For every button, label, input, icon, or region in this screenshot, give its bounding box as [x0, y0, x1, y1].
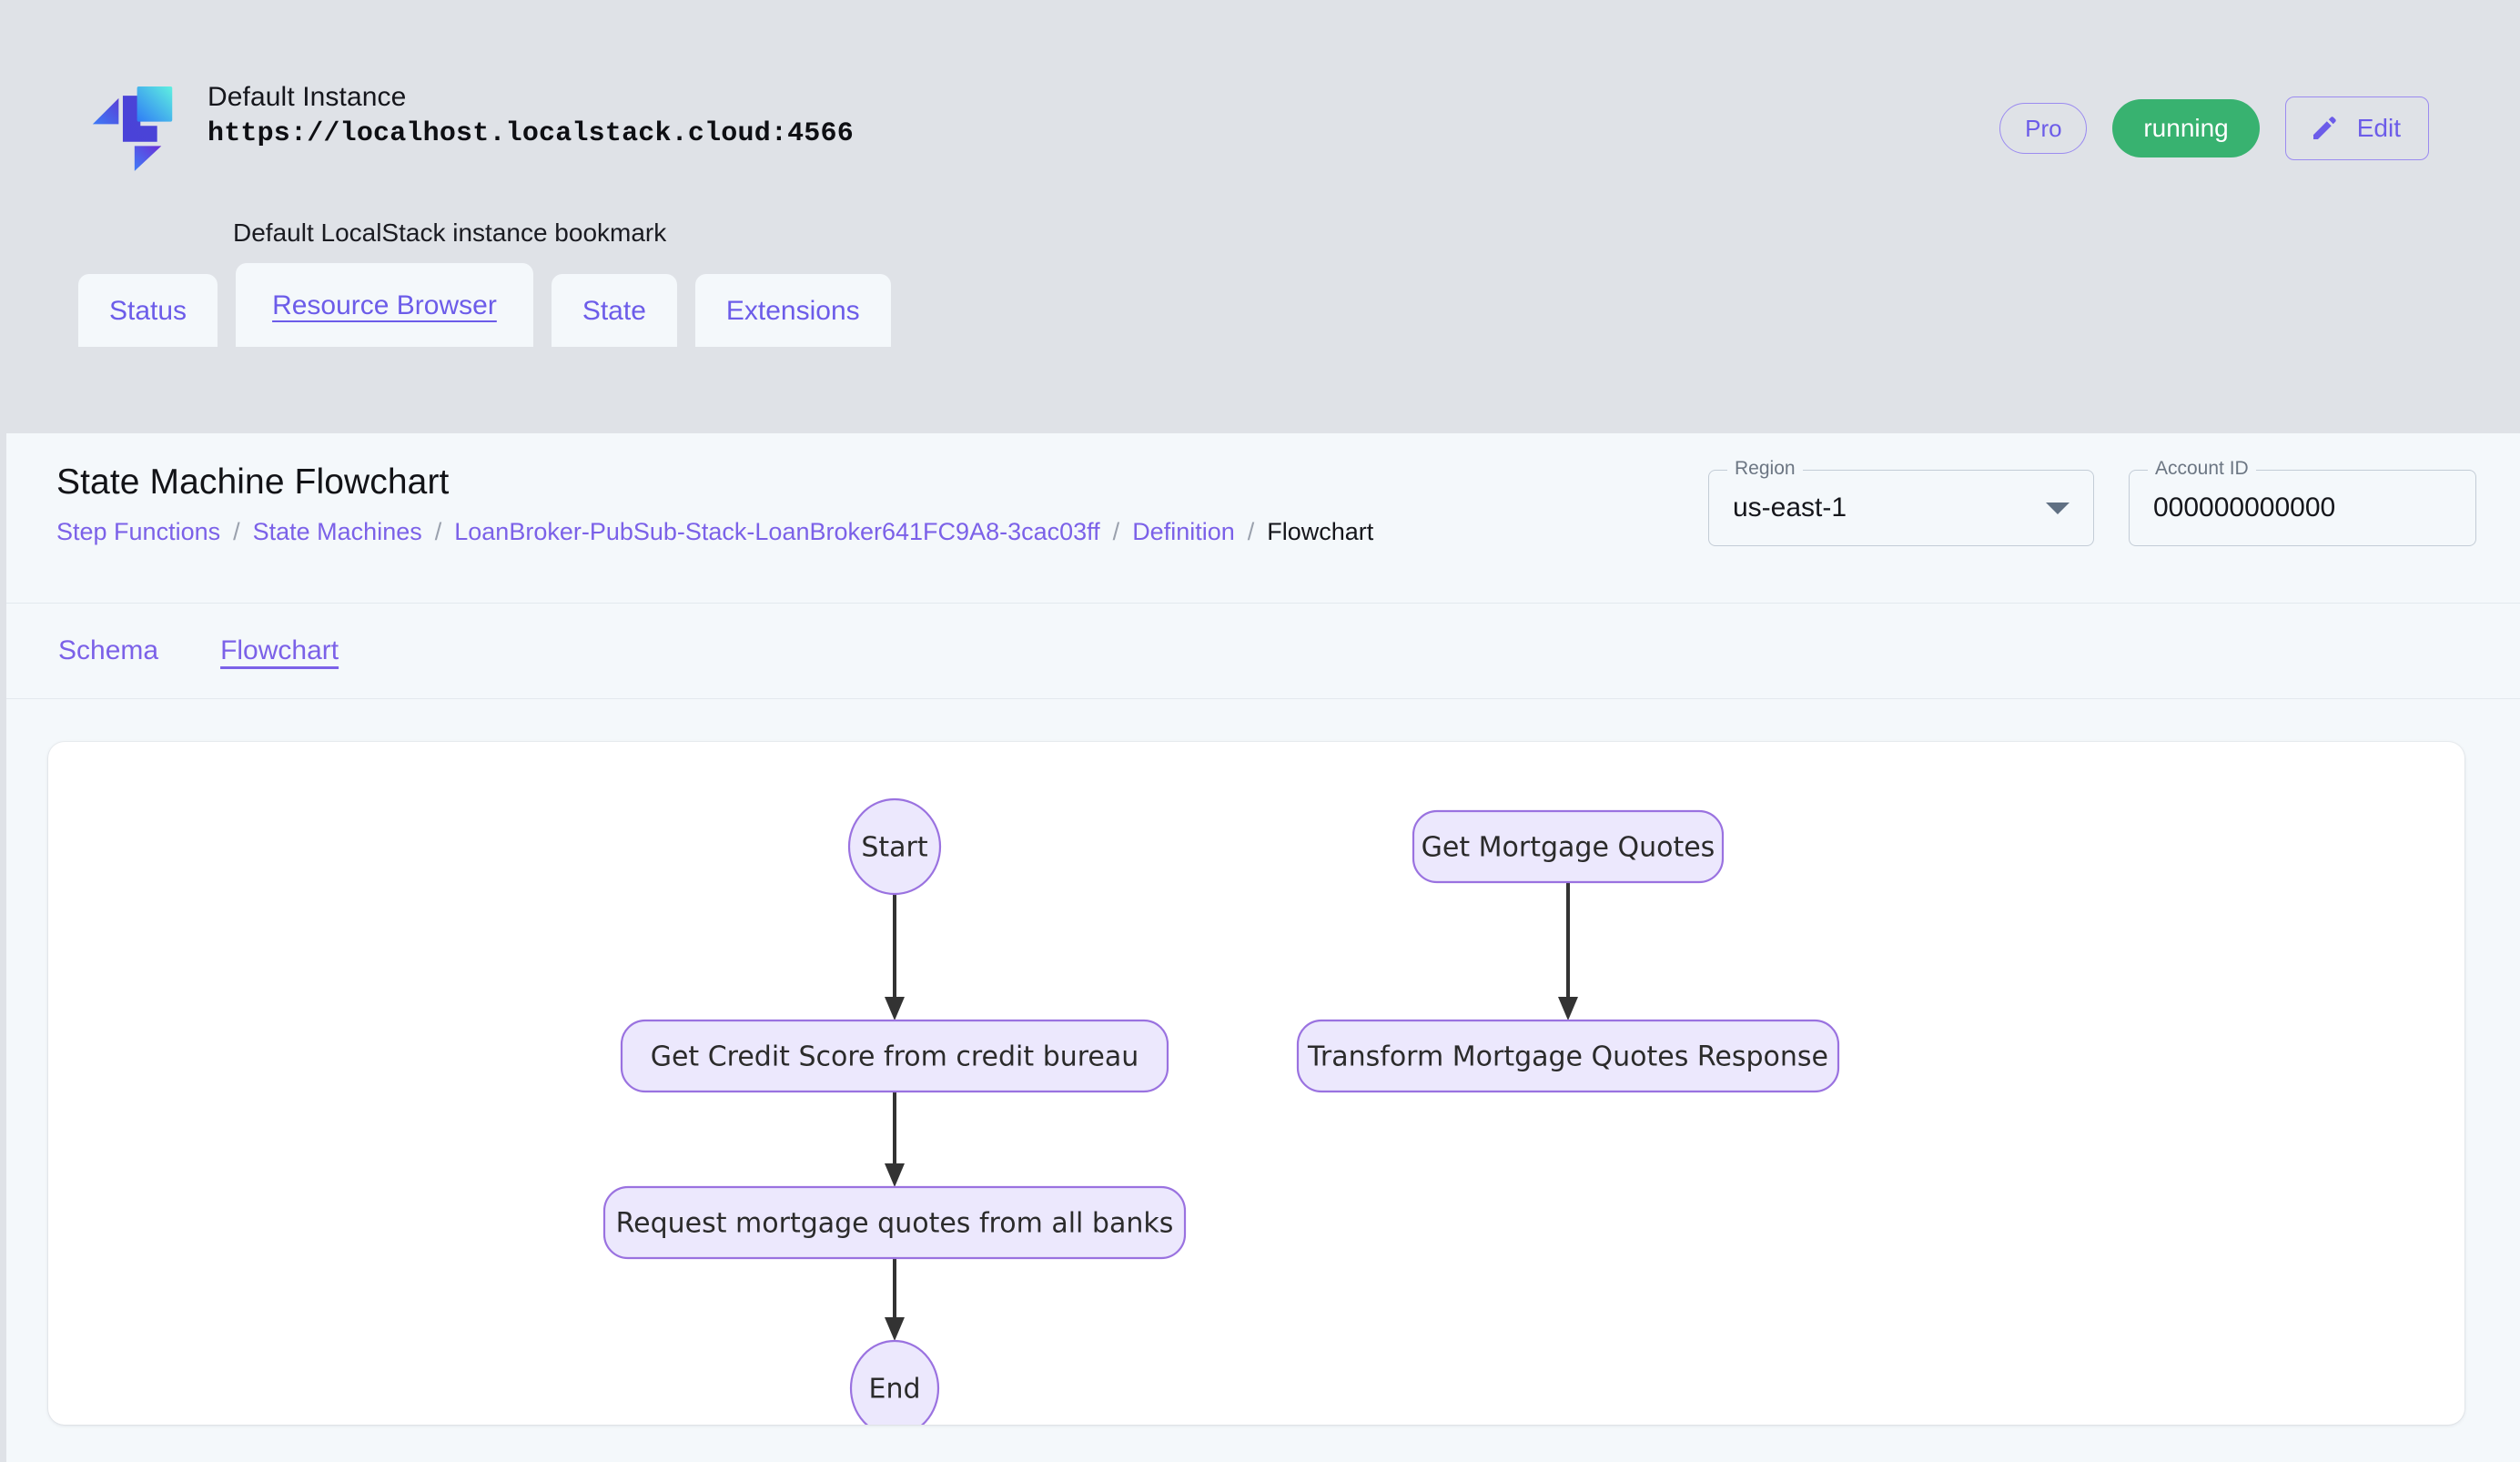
flowchart-node-shape — [849, 1339, 940, 1425]
subtab-schema[interactable]: Schema — [58, 635, 159, 665]
instance-description: Default LocalStack instance bookmark — [233, 218, 667, 247]
breadcrumb-separator: / — [233, 518, 240, 545]
page-header: State Machine Flowchart Step Functions /… — [6, 433, 2520, 604]
breadcrumb-separator: / — [1247, 518, 1255, 545]
tab-status[interactable]: Status — [78, 274, 218, 347]
account-id-field[interactable]: Account ID 000000000000 — [2129, 459, 2476, 546]
account-id-value: 000000000000 — [2153, 492, 2336, 523]
flowchart-edges — [885, 882, 1578, 1341]
flowchart-node-start[interactable]: Start — [847, 797, 942, 896]
region-select[interactable]: Region us-east-1 — [1708, 459, 2094, 546]
flowchart-node-label: End — [868, 1374, 920, 1406]
breadcrumb-item-step-functions[interactable]: Step Functions — [56, 518, 221, 545]
flowchart-node-shape — [602, 1185, 1187, 1260]
flowchart-node-shape — [1296, 1019, 1840, 1093]
flowchart-node-end[interactable]: End — [849, 1339, 940, 1425]
scope-fields: Region us-east-1 Account ID 000000000000 — [1708, 459, 2476, 546]
flowchart-node-label: Transform Mortgage Quotes Response — [1307, 1041, 1828, 1073]
flowchart-edge-arrowhead — [885, 1317, 905, 1341]
breadcrumb-item-definition[interactable]: Definition — [1132, 518, 1235, 545]
account-id-label: Account ID — [2148, 459, 2256, 478]
tab-state[interactable]: State — [551, 274, 677, 347]
chevron-down-icon — [2046, 502, 2070, 514]
flowchart-node-shape — [1412, 809, 1725, 884]
status-badge[interactable]: running — [2112, 99, 2260, 157]
flowchart-node-quotes[interactable]: Get Mortgage Quotes — [1412, 809, 1725, 884]
main-tabs: Status Resource Browser State Extensions — [78, 263, 891, 347]
flowchart-node-label: Start — [861, 832, 928, 864]
pencil-icon — [2313, 117, 2336, 139]
flowchart-node-shape — [620, 1019, 1169, 1093]
flowchart-node-label: Get Credit Score from credit bureau — [651, 1041, 1139, 1073]
flowchart-node-request[interactable]: Request mortgage quotes from all banks — [602, 1185, 1187, 1260]
pro-badge[interactable]: Pro — [1999, 103, 2088, 154]
subtab-flowchart[interactable]: Flowchart — [220, 635, 339, 665]
breadcrumb-separator: / — [1112, 518, 1120, 545]
sub-tabs: Schema Flowchart — [6, 604, 2520, 699]
flowchart-edge-arrowhead — [885, 997, 905, 1020]
flowchart-node-shape — [847, 797, 942, 896]
flowchart-node-transform[interactable]: Transform Mortgage Quotes Response — [1296, 1019, 1840, 1093]
breadcrumb-item-flowchart: Flowchart — [1267, 518, 1374, 545]
flowchart-node-credit[interactable]: Get Credit Score from credit bureau — [620, 1019, 1169, 1093]
flowchart-edge-arrowhead — [1558, 997, 1578, 1020]
breadcrumb: Step Functions / State Machines / LoanBr… — [56, 518, 1373, 546]
instance-summary: Default Instance https://localhost.local… — [91, 80, 854, 173]
edit-button-label: Edit — [2356, 114, 2401, 142]
region-label: Region — [1727, 459, 1803, 478]
flowchart-edge-arrowhead — [885, 1163, 905, 1187]
localstack-logo-icon — [92, 86, 173, 171]
instance-endpoint: https://localhost.localstack.cloud:4566 — [207, 118, 854, 150]
breadcrumb-item-state-machines[interactable]: State Machines — [252, 518, 422, 545]
breadcrumb-separator: / — [434, 518, 442, 545]
edit-button[interactable]: Edit — [2284, 96, 2429, 160]
instance-name: Default Instance — [207, 82, 407, 112]
flowchart-node-label: Get Mortgage Quotes — [1422, 832, 1715, 864]
header-actions: Pro running Edit — [1999, 96, 2429, 160]
tab-extensions[interactable]: Extensions — [694, 274, 891, 347]
flowchart-node-label: Request mortgage quotes from all banks — [616, 1208, 1174, 1240]
breadcrumb-item-state-machine-name[interactable]: LoanBroker-PubSub-Stack-LoanBroker641FC9… — [454, 518, 1100, 545]
region-value: us-east-1 — [1733, 492, 1847, 523]
tab-resource-browser[interactable]: Resource Browser — [236, 263, 533, 347]
page-title: State Machine Flowchart — [56, 462, 450, 502]
